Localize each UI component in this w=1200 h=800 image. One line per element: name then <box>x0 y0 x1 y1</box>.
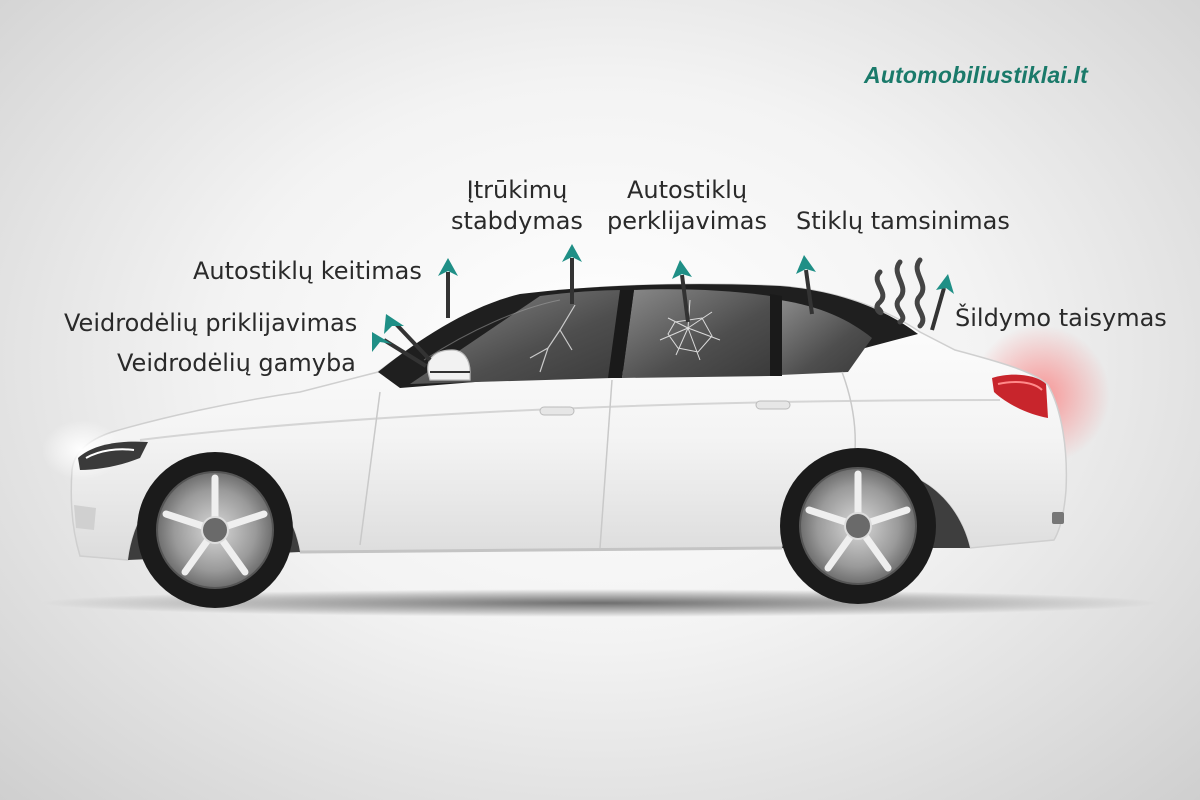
dart-icon <box>796 255 816 315</box>
label-reglazing-line1: Autostiklų <box>626 176 748 204</box>
c-pillar <box>770 294 782 376</box>
label-reglazing: Autostiklų perklijavimas <box>604 175 770 237</box>
label-reglazing-line2: perklijavimas <box>607 207 767 235</box>
label-crack-stopping-line1: Įtrūkimų <box>466 176 568 204</box>
dart-icon <box>438 258 458 318</box>
label-crack-stopping-line2: stabdymas <box>451 207 583 235</box>
dart-icon <box>372 332 428 368</box>
body-character-line <box>139 399 1001 441</box>
rear-door-handle <box>755 400 791 410</box>
front-door-handle <box>539 406 575 416</box>
label-heating-repair: Šildymo taisymas <box>955 304 1167 332</box>
side-mirror <box>427 349 471 381</box>
heat-waves-icon <box>874 257 926 329</box>
dart-icon <box>384 314 432 362</box>
exhaust-tip <box>1052 512 1064 524</box>
crack-icon <box>529 304 576 373</box>
rear-door-window <box>622 289 770 378</box>
front-door-seam <box>359 391 381 546</box>
dart-icon <box>562 244 582 304</box>
label-mirror-manufacturing: Veidrodėlių gamyba <box>117 349 356 377</box>
label-crack-stopping: Įtrūkimų stabdymas <box>442 175 592 237</box>
rear-wheel <box>780 448 936 604</box>
b-pillar <box>608 290 634 378</box>
side-skirt <box>299 546 783 554</box>
front-bumper-vent <box>74 505 96 530</box>
front-wheel <box>137 452 293 608</box>
dart-icon <box>672 260 692 323</box>
label-windshield-replacement: Autostiklų keitimas <box>193 257 422 285</box>
label-window-tinting: Stiklų tamsinimas <box>796 207 1010 235</box>
shatter-icon <box>659 299 721 361</box>
brand-logo-text[interactable]: Automobiliustiklai.lt <box>864 62 1088 88</box>
dart-icon <box>930 274 954 331</box>
rear-door-seam <box>599 379 613 549</box>
quarter-window <box>780 300 872 375</box>
label-mirror-gluing: Veidrodėlių priklijavimas <box>64 309 358 337</box>
